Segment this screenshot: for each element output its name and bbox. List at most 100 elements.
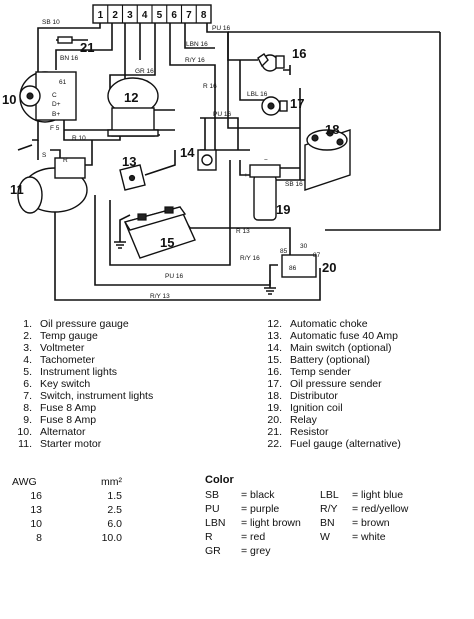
legend-item-n: 22.: [267, 438, 282, 451]
color-row: R= red: [205, 530, 301, 544]
color-row: LBN= light brown: [205, 516, 301, 530]
legend-item-text: Switch, instrument lights: [40, 390, 154, 403]
wire-label-pu16-mid: PU 16: [213, 111, 231, 118]
legend-item-text: Automatic choke: [290, 318, 368, 330]
legend-item-text: Voltmeter: [40, 342, 85, 355]
relay-pin-87: 87: [313, 252, 321, 259]
legend-item-n: 14.: [267, 342, 282, 355]
legend-item-text: Relay: [290, 414, 317, 427]
starter-terminal-r: R: [63, 157, 68, 164]
distributor: [304, 129, 351, 191]
legend-item-text: Alternator: [40, 426, 86, 439]
ignition-coil: + −: [244, 157, 281, 221]
callout-10: 10: [2, 92, 16, 107]
starter-motor: S R: [17, 152, 88, 214]
awg-awg: 13: [30, 504, 42, 516]
fuse-box: 1 2 3 4 5 6 7 8: [92, 4, 212, 24]
legend-item-row: 20.Relay: [262, 414, 401, 426]
legend-item-n: 18.: [267, 390, 282, 403]
main-switch: [197, 149, 217, 171]
legend-item-row: 11.Starter motor: [12, 438, 153, 450]
awg-mm: 10.0: [101, 532, 122, 544]
color-name: = black: [241, 489, 275, 501]
alt-terminal-b: B+: [52, 111, 60, 118]
color-name: = purple: [241, 503, 280, 515]
legend-item-row: 17. Oil pressure sender: [262, 378, 401, 390]
fuse-box-cell-7: 7: [186, 10, 192, 21]
legend-item-n: 11.: [18, 438, 32, 451]
wire-label-lbn16: LBN 16: [186, 41, 208, 48]
wire-label-lbl16: LBL 16: [247, 91, 268, 98]
legend-item-row: 9.Fuse 8 Amp: [12, 414, 153, 426]
legend-item-n: 5.: [23, 366, 32, 379]
automatic-choke: [107, 77, 159, 137]
ground-symbols: [114, 65, 291, 295]
color-code: GR: [205, 545, 221, 557]
color-name: = light blue: [352, 489, 404, 501]
legend-item-n: 4.: [23, 354, 32, 367]
legend-item-n: 6.: [23, 378, 32, 391]
color-code: W: [320, 531, 330, 543]
color-code: SB: [205, 489, 220, 501]
legend-item-text: Tachometer: [40, 354, 95, 367]
callout-12: 12: [124, 90, 138, 105]
wire-label-ry16-a: R/Y 16: [185, 57, 205, 64]
legend-item-n: 16.: [267, 366, 282, 379]
automatic-fuse: [119, 164, 146, 191]
legend-item-n: 17.: [267, 378, 282, 391]
color-row: R/Y= red/yellow: [320, 502, 408, 516]
callout-17: 17: [290, 96, 304, 111]
wire-label-pu16-bot: PU 16: [165, 273, 183, 280]
relay-pin-85: 85: [280, 248, 288, 255]
temp-sender: [257, 53, 285, 72]
color-row: PU = purple: [205, 502, 301, 516]
awg-mm: 1.5: [107, 490, 122, 502]
legend-item-text: Ignition coil: [290, 402, 343, 415]
wire-label-ry13: R/Y 13: [150, 293, 170, 300]
legend-item-n: 10.: [17, 426, 32, 439]
legend-item-n: 21.: [267, 426, 282, 439]
fuse-box-cell-3: 3: [127, 10, 133, 21]
awg-mm: 6.0: [107, 518, 122, 530]
fuse-box-cell-8: 8: [201, 10, 207, 21]
callout-13: 13: [122, 154, 136, 169]
color-row: SB = black: [205, 488, 301, 502]
wire-label-pu16-top: PU 16: [212, 25, 230, 32]
legend-item-n: 3.: [23, 342, 32, 355]
alt-terminal-c: C: [52, 92, 57, 99]
callout-15: 15: [160, 235, 174, 250]
callout-14: 14: [180, 145, 195, 160]
coil-minus: −: [264, 157, 268, 164]
fuse-box-cell-4: 4: [142, 10, 148, 21]
wire-label-r10: R 10: [72, 135, 86, 142]
fuse-box-cell-6: 6: [171, 10, 177, 21]
legend-item-row: 15.Battery (optional): [262, 354, 401, 366]
color-name: = red: [241, 531, 266, 543]
legend-item-row: 18.Distributor: [262, 390, 401, 402]
legend-item-row: 16.Temp sender: [262, 366, 401, 378]
legend-item-text: Temp gauge: [40, 330, 98, 343]
legend-item-row: 1.Oil pressure gauge: [12, 318, 153, 330]
alt-terminal-f5: F 5: [50, 125, 60, 132]
callout-16: 16: [292, 46, 306, 61]
alt-terminal-61: 61: [59, 79, 67, 86]
legend-item-text: Battery (optional): [290, 354, 370, 367]
legend-item-text: Fuel gauge (alternative): [290, 438, 401, 451]
color-code: PU: [205, 503, 220, 515]
wire-label-r13: R 13: [236, 228, 250, 235]
alternator: 61 C D+ B+: [19, 71, 77, 123]
callout-numbers: 10 21 12 16 17 18 13 14 11 19 15 20: [2, 40, 339, 275]
legend-item-row: 21.Resistor: [262, 426, 401, 438]
wire-label-sb16: SB 16: [285, 181, 303, 188]
legend-item-row: 13.Automatic fuse 40 Amp: [262, 330, 401, 342]
legend-item-row: 3. Voltmeter: [12, 342, 153, 354]
legend-item-text: Oil pressure sender: [290, 378, 382, 391]
legend-item-row: 14.Main switch (optional): [262, 342, 401, 354]
color-code: R/Y: [320, 503, 338, 515]
awg-awg: 16: [30, 490, 42, 502]
